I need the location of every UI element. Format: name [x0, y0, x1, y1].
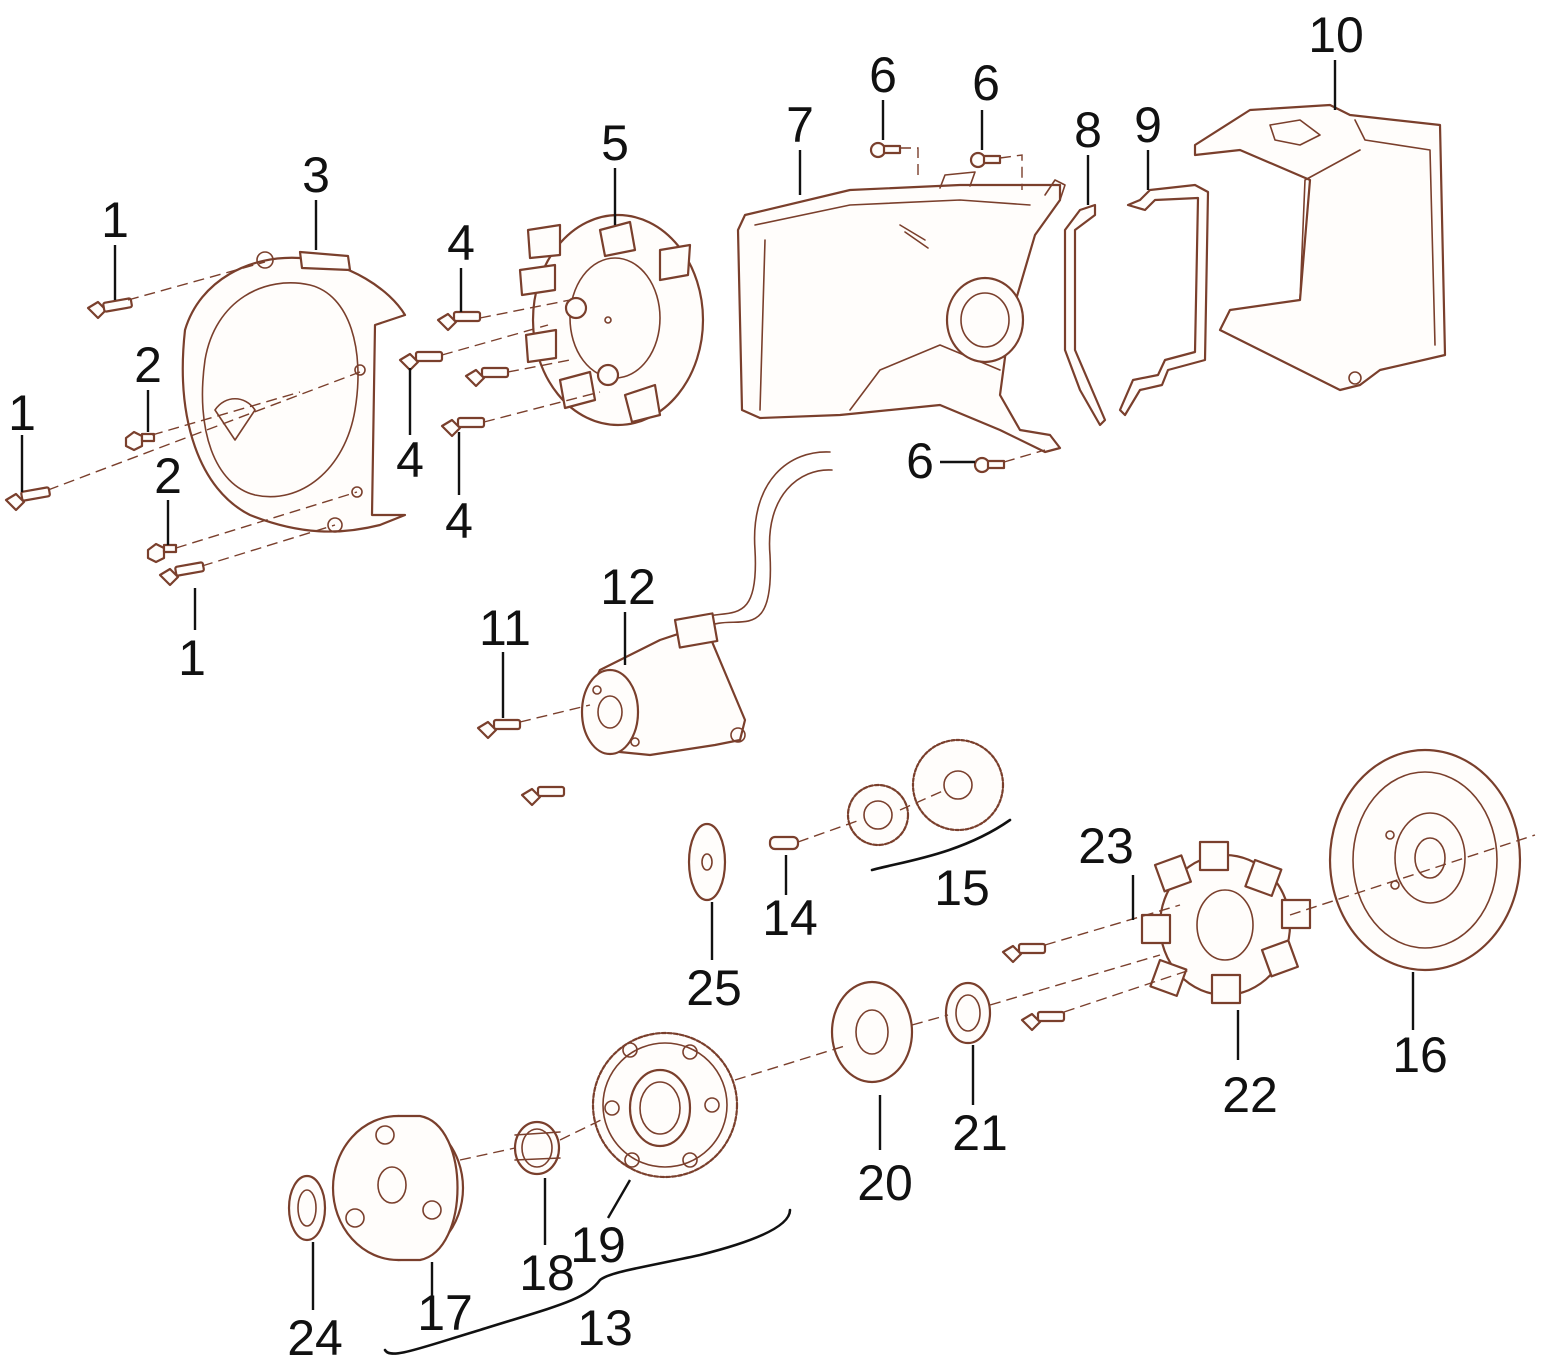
callout-2-lower: 2 — [154, 448, 182, 504]
callout-25: 25 — [686, 960, 742, 1016]
callout-16: 16 — [1392, 1027, 1448, 1083]
callout-4-top: 4 — [447, 215, 475, 271]
callout-9: 9 — [1134, 97, 1162, 153]
callout-13: 13 — [577, 1300, 633, 1356]
fan-shroud-cover — [181, 250, 407, 533]
screw-6-c — [973, 456, 1006, 474]
idler-gear-pair — [846, 738, 1005, 847]
callout-22: 22 — [1222, 1067, 1278, 1123]
gasket-frame — [1118, 183, 1210, 417]
washer-20 — [830, 980, 914, 1084]
callout-18: 18 — [519, 1245, 575, 1301]
callout-15: 15 — [934, 860, 990, 916]
bolt-23-upper — [1001, 942, 1047, 964]
leader-lines — [20, 60, 1415, 1355]
bolt-1-bottom — [158, 561, 205, 587]
callout-20: 20 — [857, 1155, 913, 1211]
callout-1-left: 1 — [8, 385, 36, 441]
callout-labels: 1 1 1 2 2 3 4 4 4 5 6 6 6 7 8 9 10 11 12… — [8, 7, 1448, 1366]
bolt-11-upper — [476, 718, 522, 740]
bolt-4-c — [464, 366, 510, 388]
starter-motor — [580, 612, 747, 757]
bolt-4-d — [440, 416, 486, 438]
washer-24 — [287, 1174, 327, 1242]
upper-shroud — [1193, 103, 1447, 392]
washer-25 — [687, 822, 727, 902]
engine-housing — [736, 171, 1066, 454]
flywheel — [1328, 748, 1522, 972]
callout-5: 5 — [601, 115, 629, 171]
nut-2-lower — [146, 542, 178, 564]
needle-bearing — [513, 1120, 561, 1176]
callout-6-left: 6 — [869, 47, 897, 103]
pin-14 — [768, 835, 800, 851]
callout-8: 8 — [1074, 102, 1102, 158]
callout-14: 14 — [762, 890, 818, 946]
callout-21: 21 — [952, 1105, 1008, 1161]
starter-ring-gear — [591, 1031, 739, 1179]
callout-11: 11 — [479, 600, 531, 656]
bolt-23-lower — [1020, 1010, 1066, 1032]
callout-4-bottom: 4 — [445, 493, 473, 549]
stator — [1140, 840, 1312, 1005]
callout-1-bottom: 1 — [178, 630, 206, 686]
callout-24: 24 — [287, 1310, 343, 1366]
callout-1-top: 1 — [101, 192, 129, 248]
bolt-4-a — [436, 310, 482, 332]
callout-3: 3 — [302, 147, 330, 203]
callout-4-middle: 4 — [396, 432, 424, 488]
callout-12: 12 — [600, 559, 656, 615]
callout-19: 19 — [570, 1217, 626, 1273]
callout-7: 7 — [786, 97, 814, 153]
one-way-clutch — [331, 1114, 465, 1262]
bolt-1-left — [4, 486, 51, 512]
nut-2-upper — [124, 430, 156, 452]
screw-6-a — [869, 141, 902, 159]
callout-23: 23 — [1078, 818, 1134, 874]
callout-17: 17 — [417, 1285, 473, 1341]
bolt-4-b — [398, 350, 444, 372]
cooling-fan — [518, 213, 705, 427]
callout-10: 10 — [1308, 7, 1364, 63]
callout-2-upper: 2 — [134, 337, 162, 393]
bolt-11-lower — [520, 785, 566, 807]
callout-6-bottom: 6 — [906, 433, 934, 489]
screw-6-b — [969, 151, 1002, 169]
nut-21 — [944, 981, 992, 1045]
bolt-1-top — [86, 297, 133, 320]
starter-cable — [684, 451, 833, 629]
seal-strip — [1063, 203, 1107, 427]
callout-6-right: 6 — [972, 55, 1000, 111]
